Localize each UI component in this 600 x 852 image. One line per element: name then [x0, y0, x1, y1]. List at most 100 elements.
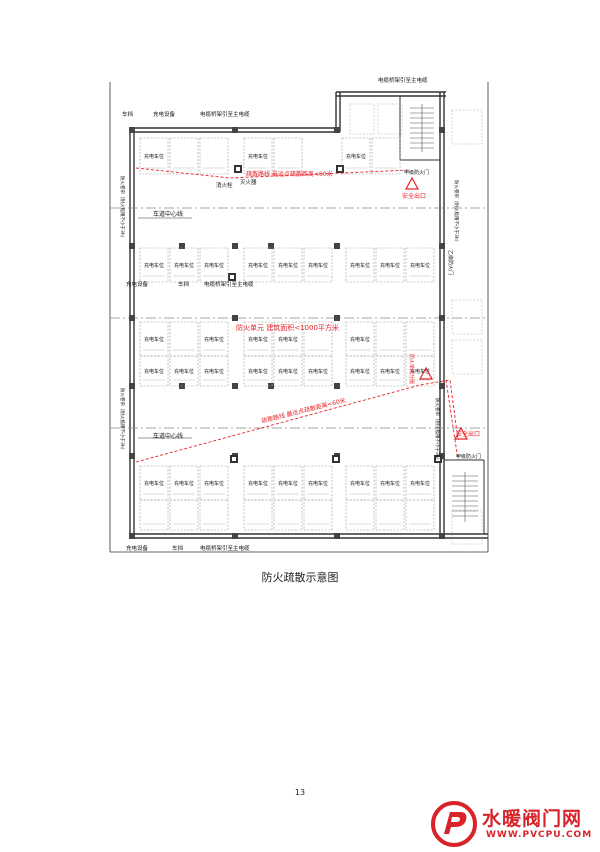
watermark-url: WWW.PVCPU.COM	[486, 830, 593, 840]
watermark-brand: 水暖阀门网	[482, 808, 583, 830]
evac-distance-mid: 疏散路线 最远点疏散距离<60米	[261, 396, 347, 425]
space-label: 充电车位	[144, 336, 164, 343]
charging-space: 充电车位	[169, 465, 199, 501]
column	[334, 127, 340, 133]
space-label: 充电车位	[248, 368, 268, 375]
building-outline	[109, 82, 489, 553]
space-label: 充电车位	[204, 368, 224, 375]
charging-space: 充电车位	[341, 137, 371, 175]
charging-space	[405, 499, 435, 531]
space-outline	[169, 247, 199, 283]
space-label: 充电车位	[248, 480, 268, 487]
space-outline	[375, 355, 405, 387]
charging-space	[303, 321, 333, 357]
extinguisher-icon	[228, 273, 236, 281]
space-outline	[199, 465, 229, 501]
charging-space: 充电车位	[405, 465, 435, 501]
charging-spaces: 充电车位充电车位充电车位充电车位充电车位充电车位充电车位充电车位充电车位充电车位…	[139, 137, 435, 531]
space-label: 充电车位	[380, 262, 400, 269]
fire-door-label-right: 乙级防火门	[447, 250, 454, 275]
fire-wall-label-upper: 防火卷帘（耐火极限不小于3h）	[119, 176, 126, 240]
extinguisher-mark	[338, 167, 342, 171]
charging-space: 充电车位	[303, 247, 333, 283]
charging-space: 充电车位	[169, 355, 199, 387]
space-label: 充电车位	[204, 262, 224, 269]
charging-space: 充电车位	[199, 355, 229, 387]
watermark-pv-icon	[431, 801, 477, 847]
fire-wall-label-right-upper: 防火卷帘（耐火极限不小于3h）	[453, 180, 460, 244]
space-outline	[169, 465, 199, 501]
column	[232, 127, 238, 133]
space-outline	[199, 321, 229, 357]
charging-space	[139, 499, 169, 531]
column	[232, 243, 238, 249]
column	[334, 315, 340, 321]
space-outline	[375, 499, 405, 531]
space-outline	[139, 499, 169, 531]
charging-space: 充电车位	[199, 247, 229, 283]
column	[439, 533, 445, 539]
charging-space	[371, 137, 401, 175]
space-label: 充电车位	[204, 336, 224, 343]
extinguisher-icon	[434, 455, 442, 463]
charging-space: 充电车位	[199, 321, 229, 357]
space-outline	[375, 465, 405, 501]
charging-space: 充电车位	[405, 355, 435, 387]
charging-space: 充电车位	[345, 247, 375, 283]
adjacent-bay	[349, 103, 375, 135]
charging-space	[405, 321, 435, 357]
space-outline	[169, 499, 199, 531]
charging-space: 充电车位	[199, 465, 229, 501]
charging-space: 充电车位	[375, 355, 405, 387]
page-number: 13	[294, 788, 306, 797]
space-outline	[243, 355, 273, 387]
column	[129, 127, 135, 133]
charging-space	[273, 137, 303, 175]
space-label: 充电车位	[350, 262, 370, 269]
space-label: 充电车位	[144, 153, 164, 160]
charging-space: 充电车位	[303, 355, 333, 387]
space-outline	[139, 321, 169, 357]
fire-unit-boundary	[135, 167, 459, 463]
column	[129, 533, 135, 539]
charging-space: 充电车位	[273, 321, 303, 357]
column	[179, 243, 185, 249]
space-outline	[139, 137, 169, 175]
space-label: 充电车位	[410, 262, 430, 269]
charging-space: 充电车位	[345, 355, 375, 387]
space-outline	[243, 247, 273, 283]
lane-center-label-bottom: 车道中心线	[153, 432, 183, 440]
fire-sep-label-right: 防火单元分隔	[408, 354, 415, 384]
exit-markers	[404, 176, 469, 440]
space-outline	[303, 499, 333, 531]
column	[129, 383, 135, 389]
cable-label-left: 电缆桥架引至主电缆	[200, 110, 250, 118]
charging-space	[169, 137, 199, 175]
charging-space: 充电车位	[243, 137, 273, 175]
space-label: 充电车位	[308, 480, 328, 487]
space-label: 充电车位	[204, 480, 224, 487]
exit-label-bottom: 安全出口	[456, 430, 480, 438]
space-outline	[273, 355, 303, 387]
space-outline	[405, 465, 435, 501]
space-outline	[243, 137, 273, 175]
chedang-label-mid: 车挡	[178, 280, 190, 288]
space-outline	[303, 321, 333, 357]
space-label: 充电车位	[350, 368, 370, 375]
charging-space: 充电车位	[345, 321, 375, 357]
watermark-logo: 水暖阀门网 WWW.PVCPU.COM	[430, 800, 600, 848]
plan-labels: 电缆桥架引至主电缆 车挡 充电设备 电缆桥架引至主电缆 消火栓 灭火器 车道中心…	[119, 76, 481, 552]
cable-label-top: 电缆桥架引至主电缆	[378, 76, 428, 84]
column	[439, 127, 445, 133]
space-outline	[303, 355, 333, 387]
column	[334, 533, 340, 539]
charging-space: 充电车位	[139, 137, 169, 175]
charging-space: 充电车位	[169, 247, 199, 283]
space-outline	[405, 355, 435, 387]
charging-space: 充电车位	[345, 465, 375, 501]
column	[439, 315, 445, 321]
space-outline	[273, 247, 303, 283]
space-outline	[169, 137, 199, 175]
space-label: 充电车位	[308, 262, 328, 269]
space-outline	[273, 465, 303, 501]
